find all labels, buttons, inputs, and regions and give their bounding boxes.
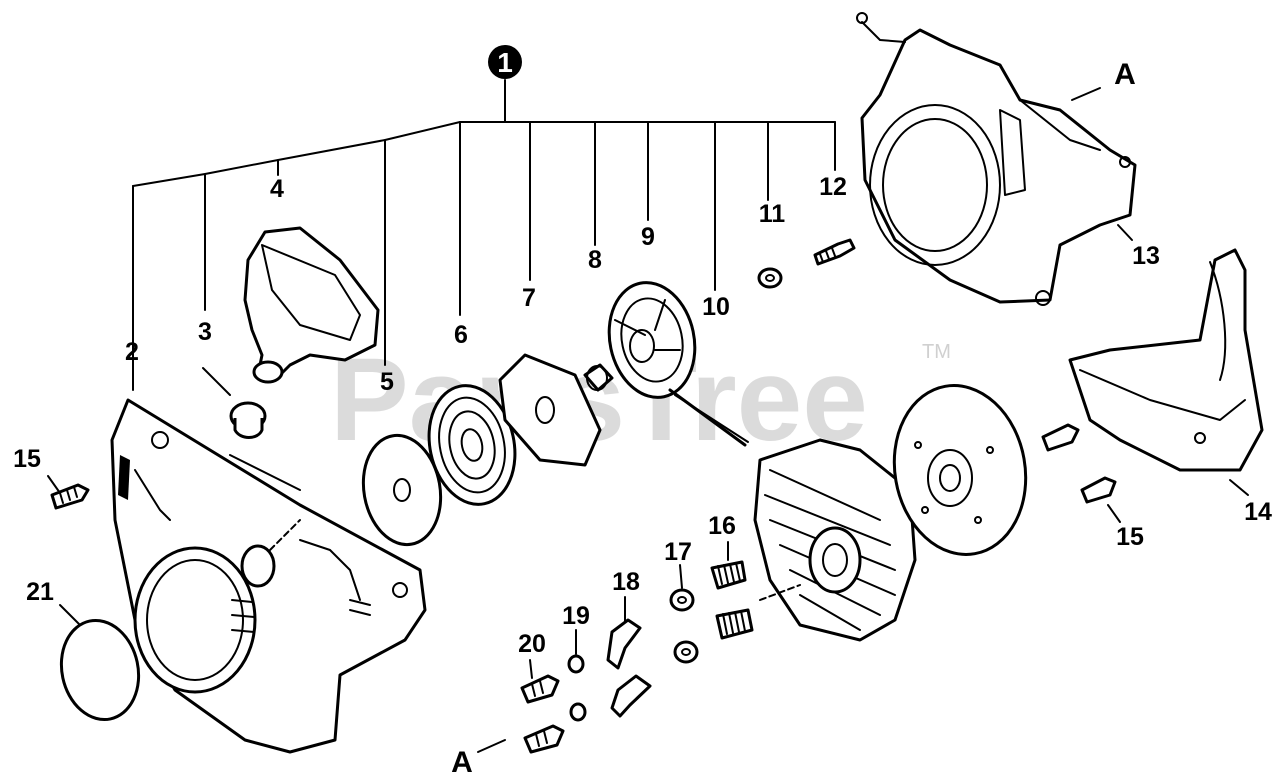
part-15-screw-right [1080, 476, 1117, 504]
part-15-screw-left [50, 483, 90, 510]
part-6-spring-case [427, 384, 517, 506]
callout-13: 13 [1132, 242, 1160, 270]
group-badge [488, 45, 522, 79]
callout-14: 14 [1244, 498, 1272, 526]
part-16-spring-lower [715, 608, 754, 640]
reference-a-top: A [1114, 58, 1136, 91]
callout-2: 2 [125, 338, 139, 366]
part-18-pawl-upper [606, 618, 642, 670]
reference-a-bottom: A [451, 746, 473, 779]
part-17-washer-upper [669, 588, 695, 612]
callout-8: 8 [588, 246, 602, 274]
callout-12: 12 [819, 173, 847, 201]
callout-15-left: 15 [13, 445, 41, 473]
callout-21: 21 [26, 578, 54, 606]
assembly-bracket: 1 [132, 45, 836, 391]
part-9-reel [607, 281, 697, 399]
callout-20: 20 [518, 630, 546, 658]
callout-11: 11 [759, 200, 786, 228]
screw-flywheel [1041, 423, 1080, 452]
callout-15-right: 15 [1116, 523, 1144, 551]
part-21-gasket [59, 618, 141, 722]
part-17-washer-lower [673, 640, 699, 664]
part-14-air-guide [1068, 248, 1264, 472]
group-badge-label: 1 [497, 47, 513, 78]
leader-lines [47, 87, 1249, 753]
part-13-blower-housing [856, 12, 1137, 306]
callout-16: 16 [708, 512, 736, 540]
part-11-washer [757, 267, 783, 289]
callout-10: 10 [702, 293, 730, 321]
part-16-spring-upper [710, 560, 747, 590]
part-19-washer-upper [567, 654, 585, 674]
callout-4: 4 [270, 175, 284, 203]
callout-labels: 2 3 4 5 6 7 8 9 10 11 12 13 14 15 15 16 … [13, 58, 1272, 779]
callout-17: 17 [664, 538, 692, 566]
rotor-disk [892, 384, 1028, 556]
callout-3: 3 [198, 318, 212, 346]
part-20-bolt-lower [523, 724, 565, 754]
part-10-starter-rope [668, 388, 749, 447]
part-2-starter-housing [110, 398, 427, 754]
flywheel [753, 438, 917, 642]
callout-7: 7 [522, 284, 536, 312]
callout-9: 9 [641, 223, 655, 251]
callout-5: 5 [380, 368, 394, 396]
part-20-bolt-upper [520, 674, 560, 704]
part-18-pawl-lower [610, 674, 652, 718]
callout-18: 18 [612, 568, 640, 596]
part-8-collar [583, 363, 614, 392]
part-19-washer-lower [569, 702, 587, 722]
trademark: TM [922, 341, 951, 363]
part-5-plate [361, 433, 443, 547]
callout-6: 6 [454, 321, 468, 349]
part-7-plate [498, 353, 602, 467]
callout-19: 19 [562, 602, 590, 630]
part-12-screw [813, 238, 856, 266]
part-3-grommet [229, 401, 301, 491]
part-4-starter-handle [243, 226, 380, 384]
